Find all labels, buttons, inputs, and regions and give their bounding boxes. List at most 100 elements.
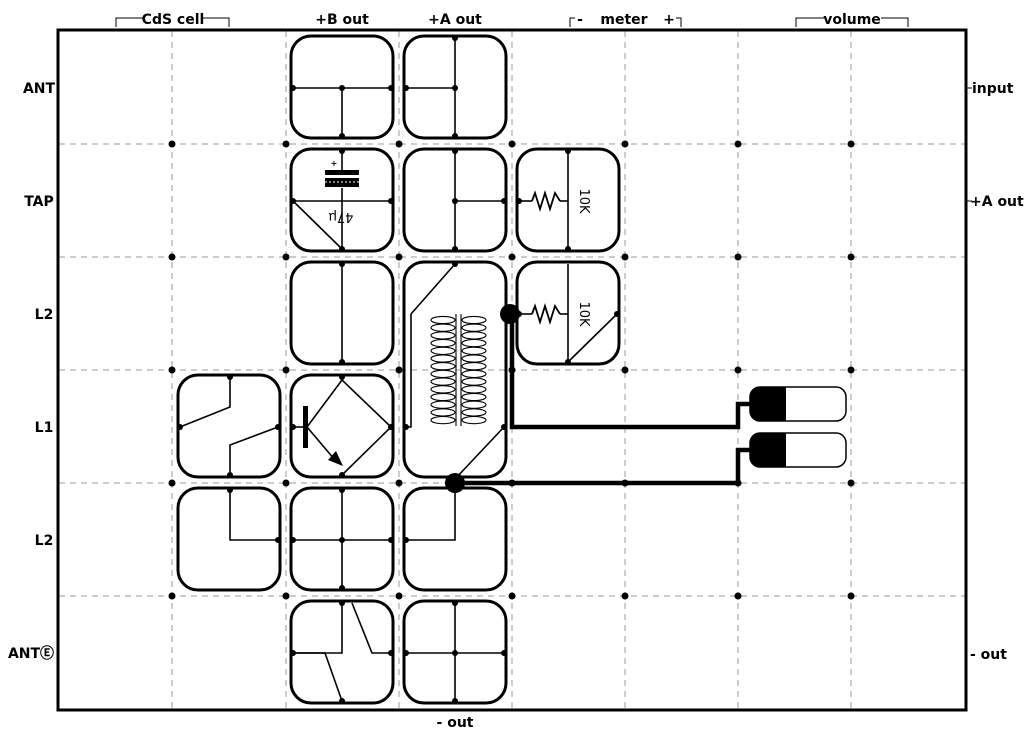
- tile-node: [339, 600, 345, 606]
- transformer-primary-loop: [430, 377, 456, 386]
- tile-node: [516, 198, 522, 204]
- thick-wires: [455, 314, 750, 486]
- transformer-icon: [430, 314, 487, 426]
- left-label-l1: L1: [35, 420, 54, 436]
- tile-node: [339, 359, 345, 365]
- transformer-primary-loop: [430, 315, 456, 325]
- grid-dot: [621, 253, 629, 261]
- tile-node: [339, 585, 345, 591]
- tile-node: [565, 148, 571, 154]
- tile-node: [388, 85, 394, 91]
- grid-dot: [168, 140, 176, 148]
- transformer-secondary-loop: [461, 338, 487, 348]
- transformer-secondary-loop: [461, 323, 487, 332]
- transformer-secondary-loop: [461, 346, 487, 355]
- grid-dot: [168, 479, 176, 487]
- grid-dot: [395, 592, 403, 600]
- tile-node: [452, 148, 458, 154]
- tile-node: [339, 148, 345, 154]
- tile-node: [452, 698, 458, 704]
- grid-dot: [734, 140, 742, 148]
- wire-junction-2: [445, 473, 465, 493]
- left-label-l2b: L2: [35, 533, 54, 549]
- tile-node: [403, 650, 409, 656]
- transformer-primary-loop: [430, 354, 456, 363]
- tile-node: [403, 424, 409, 430]
- grid-dot: [508, 253, 516, 261]
- grid-dot: [282, 140, 290, 148]
- tile-node: [501, 198, 507, 204]
- right-label-input: input: [972, 81, 1014, 97]
- resistor-1-value-label: 10K: [576, 188, 591, 214]
- tile-node: [339, 487, 345, 493]
- tile-cds-l2: [176, 486, 282, 592]
- grid-dot: [395, 366, 403, 374]
- grid-dot: [847, 479, 855, 487]
- grid-dot: [508, 592, 516, 600]
- tile-node: [339, 472, 345, 478]
- transformer-secondary-loop: [461, 400, 487, 409]
- meter-plus-label: +: [663, 12, 675, 28]
- bottom-label-minus-out: - out: [437, 715, 474, 731]
- transformer-secondary-loop: [461, 408, 487, 417]
- grid-dot: [168, 253, 176, 261]
- b-out-label: +B out: [315, 12, 369, 28]
- tile-node: [452, 650, 458, 656]
- grid-dot: [847, 366, 855, 374]
- transformer-primary-loop: [430, 323, 456, 332]
- tile-node: [339, 246, 345, 252]
- tile-node: [388, 650, 394, 656]
- transformer-secondary-loop: [461, 415, 487, 425]
- transformer-primary-loop: [430, 362, 456, 371]
- transformer-secondary-loop: [461, 377, 487, 386]
- tile-cds-l1: [176, 373, 282, 479]
- transformer-secondary-loop: [461, 392, 487, 402]
- grid-dot: [847, 592, 855, 600]
- tile-node: [614, 311, 620, 317]
- tile-node: [403, 537, 409, 543]
- grid-dot: [282, 366, 290, 374]
- grid-dot: [395, 479, 403, 487]
- tile-node: [565, 359, 571, 365]
- tile-node: [452, 246, 458, 252]
- a-out-top-label: +A out: [428, 12, 482, 28]
- tile-node: [403, 85, 409, 91]
- tile-node: [339, 698, 345, 704]
- grid-dot: [734, 366, 742, 374]
- grid-dot: [395, 140, 403, 148]
- transformer-secondary-loop: [461, 385, 487, 394]
- tile-node: [339, 537, 345, 543]
- grid-dot: [847, 140, 855, 148]
- tile-node: [290, 537, 296, 543]
- board-frame: [56, 28, 968, 712]
- grid-dot: [508, 140, 516, 148]
- left-label-l2: L2: [35, 307, 54, 323]
- grid-dot: [282, 592, 290, 600]
- resistor-icon: [531, 189, 561, 326]
- grid-dot: [621, 140, 629, 148]
- tile-node: [275, 424, 281, 430]
- capacitor-value-label: 47µ: [329, 209, 354, 224]
- tile-node: [501, 650, 507, 656]
- tile-node: [452, 85, 458, 91]
- tile-node: [227, 487, 233, 493]
- tile-node: [501, 424, 507, 430]
- transformer-primary-loop: [430, 408, 456, 417]
- tile-node: [177, 424, 183, 430]
- left-label-ant: ANT: [23, 81, 56, 97]
- grid-dot: [282, 479, 290, 487]
- transformer-secondary-loop: [461, 315, 487, 325]
- cds-cell-label: CdS cell: [142, 12, 205, 28]
- tile-node: [452, 261, 458, 267]
- tile-node: [452, 35, 458, 41]
- transformer-secondary-loop: [461, 354, 487, 363]
- tile-node: [290, 85, 296, 91]
- grid-dot: [168, 592, 176, 600]
- tile-node: [452, 198, 458, 204]
- right-label-a-out: +A out: [970, 194, 1024, 210]
- grid-dots: [168, 140, 855, 600]
- transformer-primary-loop: [430, 346, 456, 355]
- tile-node: [388, 424, 394, 430]
- transformer-secondary-loop: [461, 362, 487, 371]
- meter-label: meter: [600, 12, 647, 28]
